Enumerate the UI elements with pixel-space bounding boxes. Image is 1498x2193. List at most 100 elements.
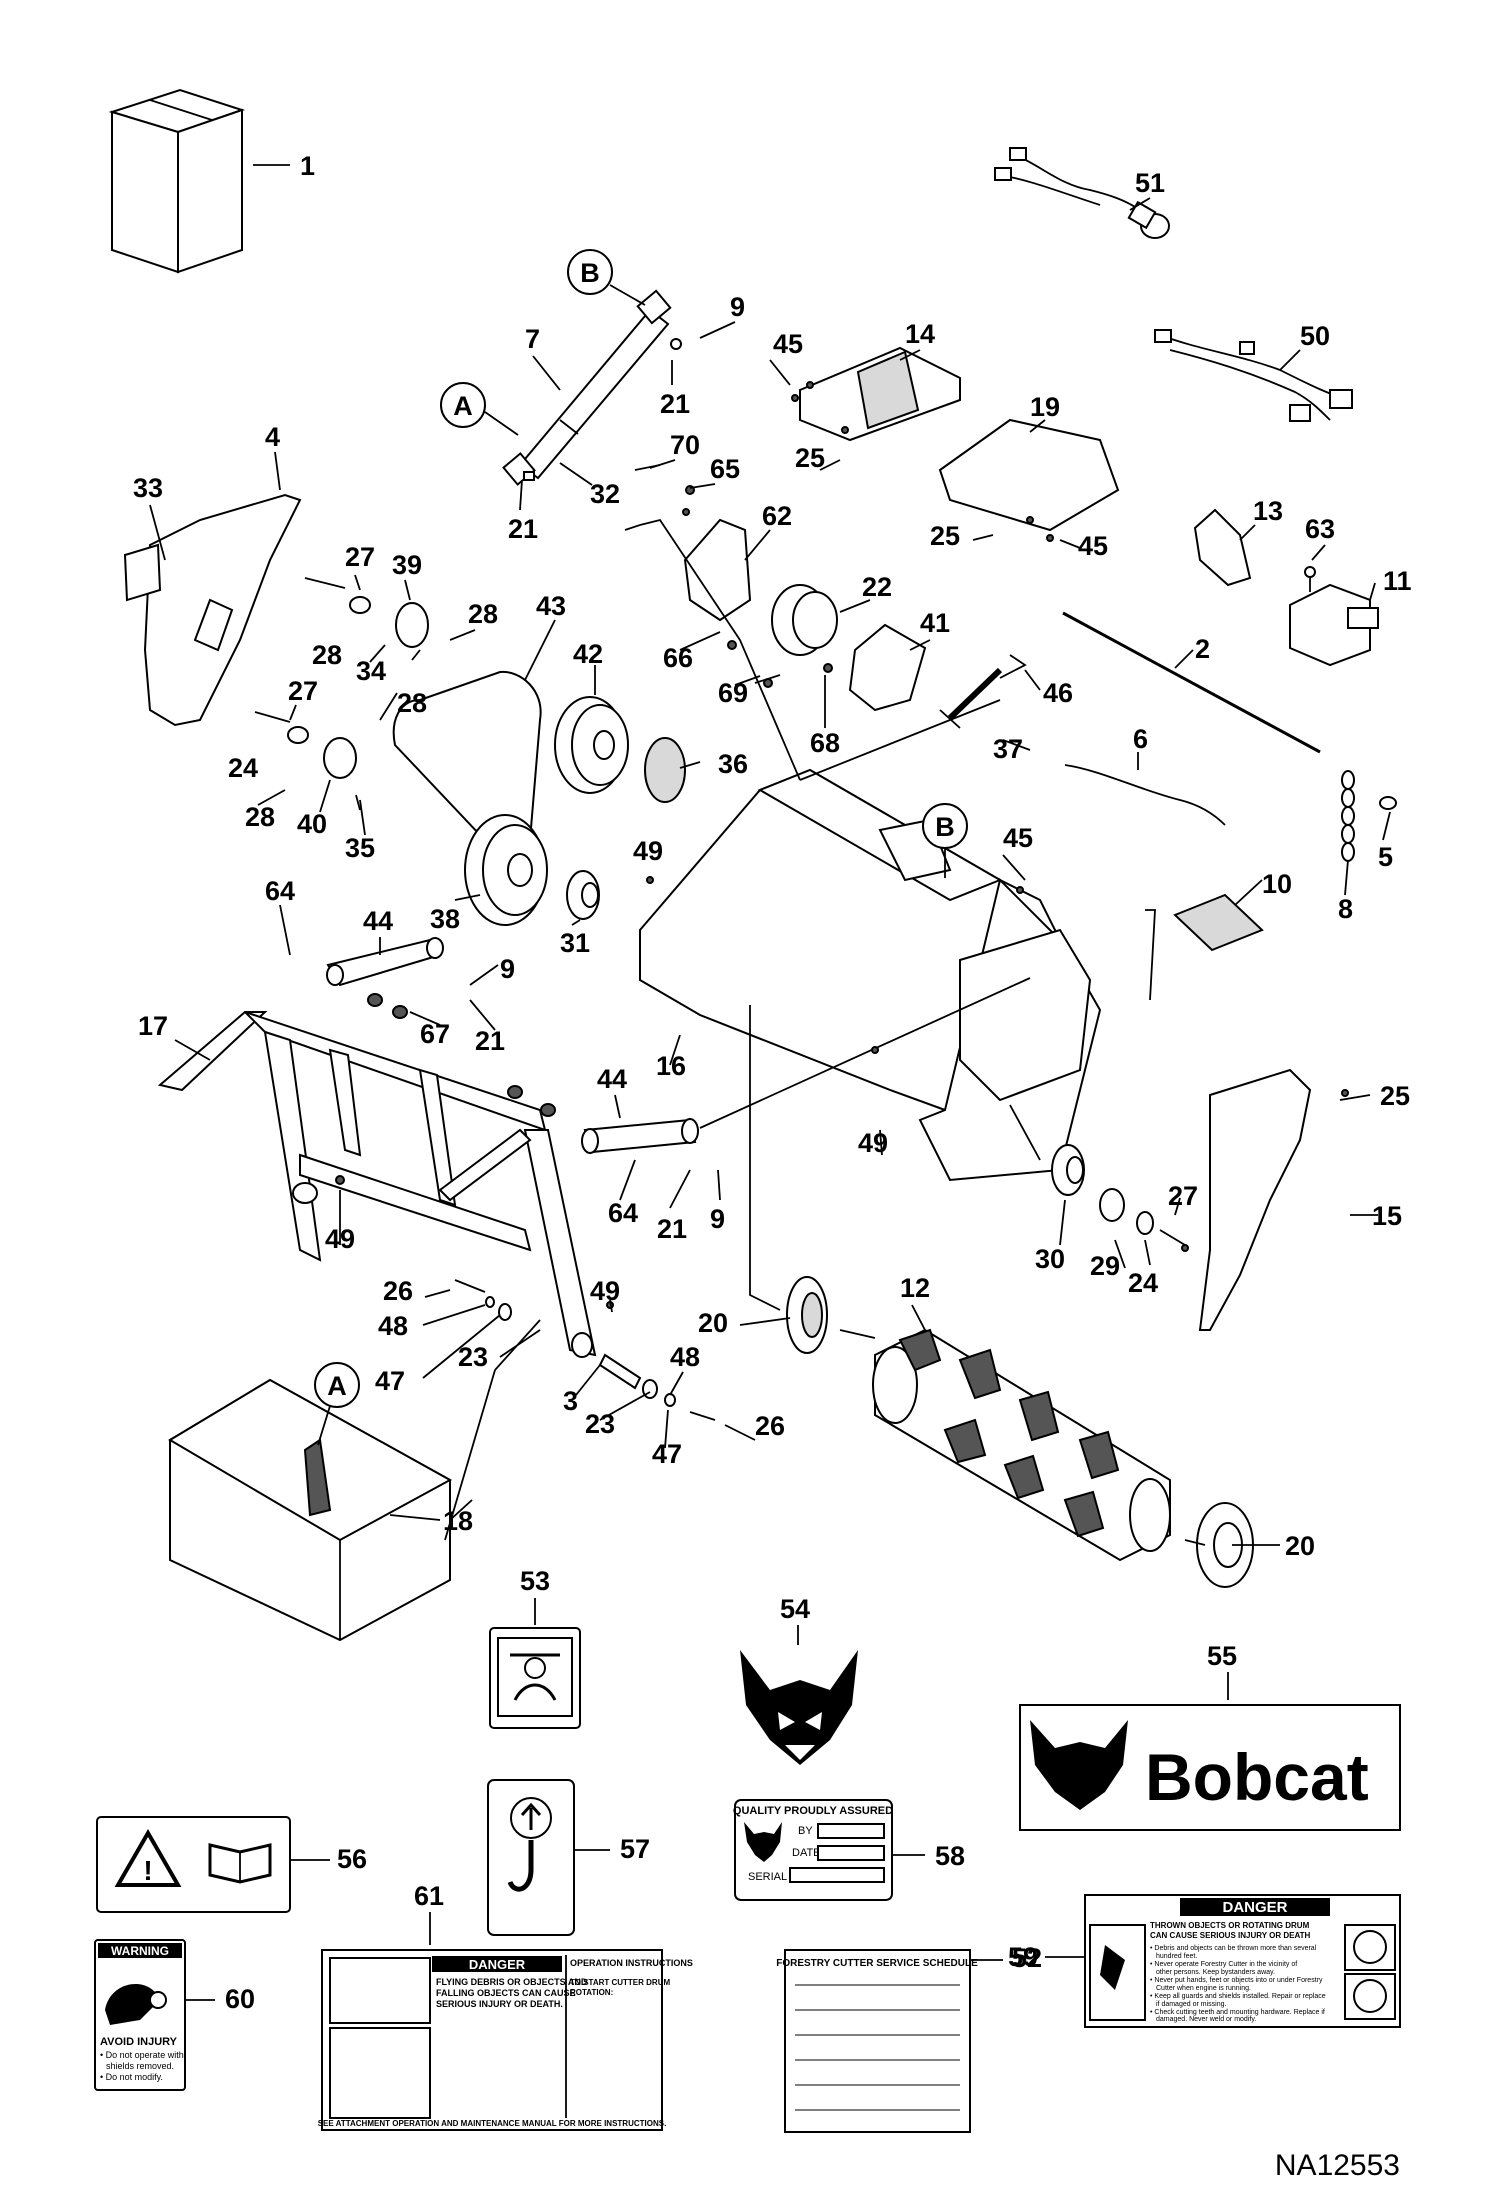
callout-22: 22 <box>862 572 892 602</box>
callout-28-d: 28 <box>245 802 275 832</box>
callout-61: 61 <box>414 1881 444 1911</box>
callout-24-right: 24 <box>1128 1268 1158 1298</box>
part-16-housing <box>639 768 1102 1182</box>
part-51-harness <box>994 147 1170 239</box>
callout-26-left: 26 <box>383 1276 413 1306</box>
svg-text:B: B <box>580 258 600 288</box>
decal-60-warning: WARNING AVOID INJURY • Do not operate wi… <box>94 1939 215 2091</box>
decal-56: ! <box>96 1816 330 1913</box>
svg-text:other persons. Keep bystanders: other persons. Keep bystanders away. <box>1156 1969 1275 1976</box>
svg-text:• Do not modify.: • Do not modify. <box>100 2072 163 2082</box>
callout-44-upper: 44 <box>363 906 393 936</box>
part-36-washer <box>644 737 686 803</box>
callout-5: 5 <box>1378 842 1393 872</box>
callout-36: 36 <box>718 749 748 779</box>
callout-labels: 1 2 3 4 5 6 7 8 9 9 9 10 11 12 13 14 15 … <box>133 151 1412 2014</box>
callout-53: 53 <box>520 1566 550 1596</box>
part-40-bearing <box>287 726 357 779</box>
reference-marker-b-housing: B <box>922 803 968 878</box>
part-6-harness <box>1064 764 1226 826</box>
part-29-bushing <box>1099 1188 1125 1222</box>
callout-45-right: 45 <box>1003 823 1033 853</box>
svg-text:BY: BY <box>798 1825 813 1837</box>
svg-text:• Never operate Forestry Cutte: • Never operate Forestry Cutter in the v… <box>1150 1961 1297 1968</box>
callout-21-low: 21 <box>657 1214 687 1244</box>
svg-text:OPERATION INSTRUCTIONS: OPERATION INSTRUCTIONS <box>570 1958 693 1968</box>
reference-marker-b-top: B <box>567 249 646 306</box>
svg-text:AVOID INJURY: AVOID INJURY <box>100 2036 178 2048</box>
callout-21-top: 21 <box>660 389 690 419</box>
callout-62: 62 <box>762 501 792 531</box>
svg-text:THROWN OBJECTS OR ROTATING DRU: THROWN OBJECTS OR ROTATING DRUM <box>1150 1921 1310 1930</box>
callout-25-top: 25 <box>795 443 825 473</box>
callout-56: 56 <box>337 1844 367 1874</box>
callout-27-top: 27 <box>345 542 375 572</box>
callout-8: 8 <box>1338 894 1353 924</box>
svg-text:ROTATION:: ROTATION: <box>570 1988 613 1997</box>
callout-63: 63 <box>1305 514 1335 544</box>
assembly-lines <box>444 518 1371 1546</box>
svg-text:B: B <box>935 812 955 842</box>
svg-text:SEE ATTACHMENT OPERATION AND M: SEE ATTACHMENT OPERATION AND MAINTENANCE… <box>318 2119 667 2128</box>
callout-21-mid: 21 <box>475 1026 505 1056</box>
part-1-box <box>108 88 246 274</box>
decal-52-service-schedule: FORESTRY CUTTER SERVICE SCHEDULE <box>776 1949 1003 2133</box>
callout-9-mid: 9 <box>500 954 515 984</box>
callout-30: 30 <box>1035 1244 1065 1274</box>
callout-52: 52 <box>1012 1943 1042 1973</box>
part-4-side-cover <box>143 493 302 727</box>
svg-text:• Keep all guards and shields: • Keep all guards and shields installed.… <box>1150 1993 1326 2000</box>
svg-text:CAN CAUSE SERIOUS INJURY OR DE: CAN CAUSE SERIOUS INJURY OR DEATH <box>1150 1931 1311 1940</box>
part-12-cutter-drum <box>872 1328 1171 1562</box>
bobcat-wordmark: Bobcat <box>1145 1740 1369 1814</box>
svg-text:Cutter when engine is running.: Cutter when engine is running. <box>1156 1985 1251 1992</box>
callout-17: 17 <box>138 1011 168 1041</box>
svg-text:• Debris and objects can be th: • Debris and objects can be thrown more … <box>1150 1945 1317 1952</box>
callout-64-upper: 64 <box>265 876 295 906</box>
callout-47-left: 47 <box>375 1366 405 1396</box>
part-10-plate <box>1173 893 1264 952</box>
callout-55: 55 <box>1207 1641 1237 1671</box>
svg-text:!: ! <box>143 1855 152 1886</box>
callout-32: 32 <box>590 479 620 509</box>
callout-48-right: 48 <box>670 1342 700 1372</box>
part-11-valve <box>1289 566 1379 667</box>
callout-15: 15 <box>1372 1201 1402 1231</box>
part-13-plate <box>1193 508 1252 587</box>
callout-6: 6 <box>1133 724 1148 754</box>
callout-27-mid: 27 <box>288 676 318 706</box>
part-31-hub <box>566 870 600 920</box>
reference-marker-a-guard: A <box>314 1362 360 1446</box>
callout-70: 70 <box>670 430 700 460</box>
part-3-pin <box>598 1353 642 1390</box>
callout-66: 66 <box>663 643 693 673</box>
decal-53 <box>489 1598 581 1729</box>
callout-49-low: 49 <box>590 1276 620 1306</box>
part-50-harness <box>1154 329 1353 422</box>
callout-44-lower: 44 <box>597 1064 627 1094</box>
callout-21-left: 21 <box>508 514 538 544</box>
callout-3: 3 <box>563 1386 578 1416</box>
part-8-chain <box>1341 770 1355 862</box>
part-42-pulley <box>554 696 629 794</box>
svg-text:FLYING DEBRIS OR OBJECTS AND: FLYING DEBRIS OR OBJECTS AND <box>436 1977 588 1987</box>
callout-18: 18 <box>443 1506 473 1536</box>
callout-29: 29 <box>1090 1251 1120 1281</box>
callout-67: 67 <box>420 1019 450 1049</box>
callout-9-low: 9 <box>710 1204 725 1234</box>
callout-23-left: 23 <box>458 1342 488 1372</box>
callout-28-a: 28 <box>468 599 498 629</box>
part-38-pulley <box>464 814 548 926</box>
callout-12: 12 <box>900 1273 930 1303</box>
part-41-gearbox <box>848 623 927 712</box>
callout-39: 39 <box>392 550 422 580</box>
callout-1: 1 <box>300 151 315 181</box>
part-39-bearing <box>349 596 429 648</box>
part-37-pin <box>939 667 1003 729</box>
part-14-shield <box>799 346 961 442</box>
svg-text:• Do not operate with: • Do not operate with <box>100 2050 184 2060</box>
svg-text:• Never put hands, feet or obj: • Never put hands, feet or objects into … <box>1150 1977 1323 1984</box>
callout-20-right: 20 <box>1285 1531 1315 1561</box>
callout-45-top: 45 <box>773 329 803 359</box>
callout-47-right: 47 <box>652 1439 682 1469</box>
